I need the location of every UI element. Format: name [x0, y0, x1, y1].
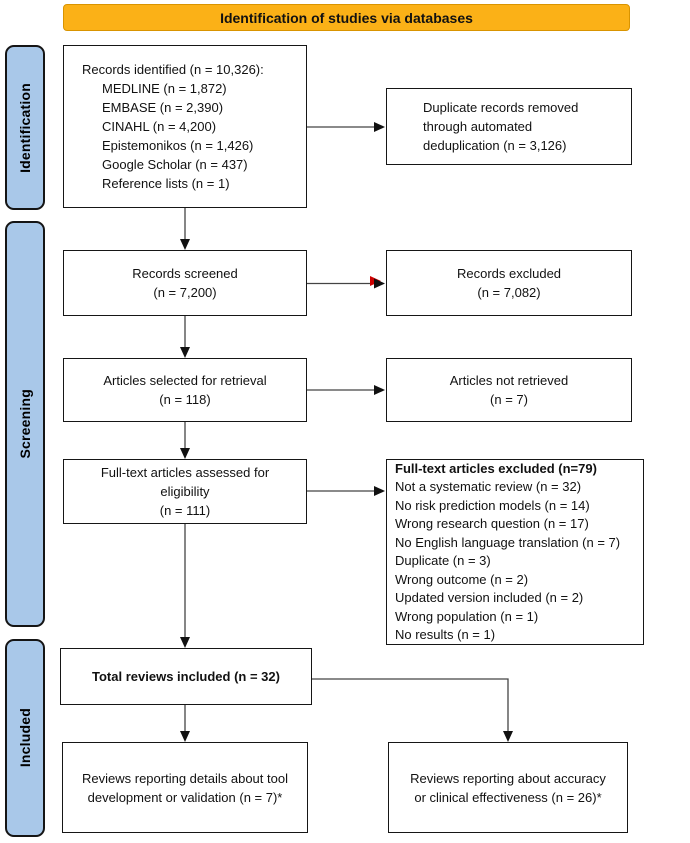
- diagram-title-label: Identification of studies via databases: [220, 9, 473, 26]
- arrowhead-to-duplicates: [374, 122, 385, 132]
- development-reviews-text: Reviews reporting details about tool dev…: [82, 770, 288, 805]
- stage-identification-label: Identification: [17, 82, 33, 173]
- reason-updated-version-included: Updated version included (n = 2): [395, 590, 584, 605]
- articles-selected-count: (n = 118): [159, 392, 211, 407]
- reason-no-english-translation: No English language translation (n = 7): [395, 534, 621, 550]
- records-screened-count: (n = 7,200): [153, 285, 217, 300]
- arrowhead-to-ft-excluded: [374, 486, 385, 496]
- stage-screening: Screening: [5, 221, 45, 627]
- reason-wrong-outcome: Wrong outcome (n = 2): [395, 571, 529, 587]
- arrowhead-to-development: [180, 731, 190, 742]
- box-articles-not-retrieved: Articles not retrieved (n = 7): [386, 358, 632, 422]
- records-excluded-label: Records excluded: [456, 266, 562, 281]
- box-records-screened: Records screened (n = 7,200): [63, 250, 307, 316]
- reason-wrong-population: Wrong population (n = 1): [395, 608, 539, 624]
- stage-identification: Identification: [5, 45, 45, 210]
- fulltext-assessed-label: Full-text articles assessed for eligibil…: [100, 465, 270, 499]
- box-effectiveness-reviews: Reviews reporting about accuracy or clin…: [388, 742, 628, 833]
- duplicates-removed-text: Duplicate records removed through automa…: [423, 100, 579, 153]
- source-cinahl: CINAHL (n = 4,200): [102, 119, 217, 134]
- box-fulltext-assessed: Full-text articles assessed for eligibil…: [63, 459, 307, 524]
- records-identified-title: Records identified (n = 10,326):: [82, 62, 264, 77]
- effectiveness-reviews-text: Reviews reporting about accuracy or clin…: [410, 770, 606, 805]
- stage-included: Included: [5, 639, 45, 837]
- box-duplicates-removed: Duplicate records removed through automa…: [386, 88, 632, 165]
- fulltext-assessed-count: (n = 111): [159, 503, 211, 518]
- arrowhead-to-assessed: [180, 448, 190, 459]
- reason-duplicate: Duplicate (n = 3): [395, 553, 491, 568]
- arrowhead-to-excluded: [374, 278, 385, 289]
- arrowhead-red-detail: [370, 276, 381, 286]
- box-total-included: Total reviews included (n = 32): [60, 648, 312, 705]
- records-excluded-count: (n = 7,082): [477, 285, 541, 300]
- articles-not-retrieved-label: Articles not retrieved: [449, 373, 569, 388]
- stage-included-label: Included: [17, 708, 33, 768]
- articles-not-retrieved-count: (n = 7): [490, 392, 528, 407]
- reason-no-results: No results (n = 1): [395, 627, 496, 642]
- box-records-excluded: Records excluded (n = 7,082): [386, 250, 632, 316]
- diagram-title: Identification of studies via databases: [63, 4, 630, 31]
- arrowhead-to-effectiveness: [503, 731, 513, 742]
- box-articles-selected: Articles selected for retrieval (n = 118…: [63, 358, 307, 422]
- reason-no-risk-prediction-models: No risk prediction models (n = 14): [395, 497, 590, 513]
- box-fulltext-excluded: Full-text articles excluded (n=79) Not a…: [386, 459, 644, 645]
- total-included-label: Total reviews included (n = 32): [92, 669, 280, 684]
- arrowhead-to-total: [180, 637, 190, 648]
- fulltext-excluded-title: Full-text articles excluded (n=79): [395, 460, 597, 476]
- reason-not-systematic-review: Not a systematic review (n = 32): [395, 479, 582, 494]
- reason-wrong-research-question: Wrong research question (n = 17): [395, 516, 589, 531]
- arrowhead-to-not-retrieved: [374, 385, 385, 395]
- source-embase: EMBASE (n = 2,390): [102, 100, 224, 115]
- stage-screening-label: Screening: [17, 389, 33, 459]
- arrow-total-to-effectiveness: [312, 678, 509, 732]
- source-google-scholar: Google Scholar (n = 437): [102, 157, 248, 172]
- records-screened-label: Records screened: [132, 266, 238, 281]
- source-reference-lists: Reference lists (n = 1): [102, 176, 230, 191]
- box-records-identified: Records identified (n = 10,326): MEDLINE…: [63, 45, 307, 208]
- articles-selected-label: Articles selected for retrieval: [103, 373, 267, 388]
- source-medline: MEDLINE (n = 1,872): [102, 81, 227, 96]
- arrowhead-to-selected: [180, 347, 190, 358]
- source-epistemonikos: Epistemonikos (n = 1,426): [102, 138, 254, 153]
- arrowhead-to-screened: [180, 239, 190, 250]
- box-development-reviews: Reviews reporting details about tool dev…: [62, 742, 308, 833]
